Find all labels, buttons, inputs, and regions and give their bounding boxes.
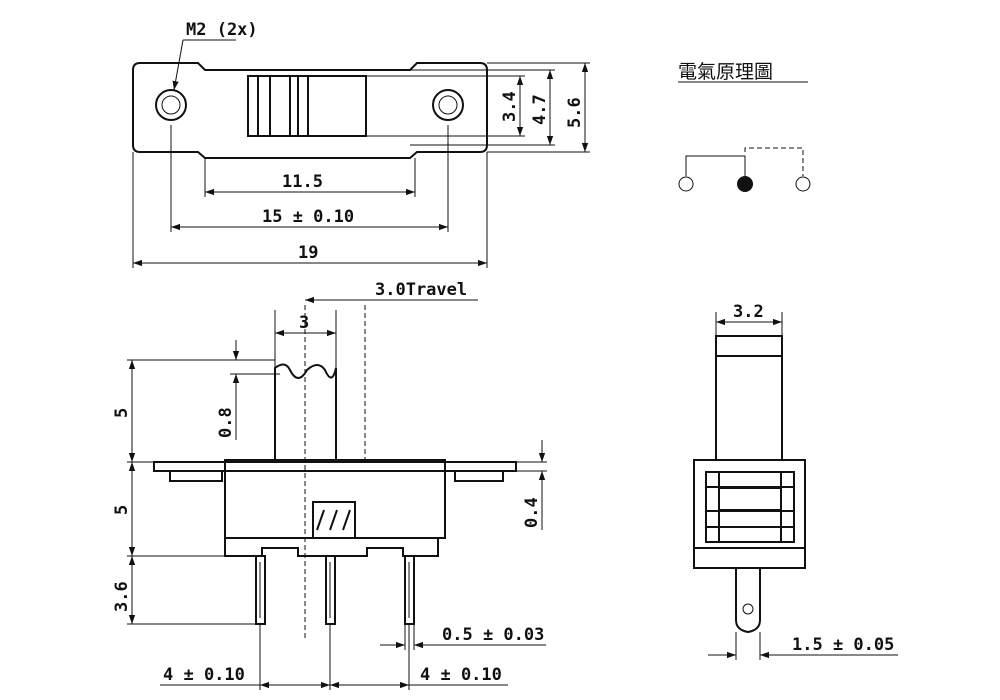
internal-contact — [312, 501, 356, 539]
screw-callout: M2 (2x) — [172, 20, 258, 91]
electrical-schematic: 電氣原理圖 — [678, 61, 811, 192]
front-view: 3.0Travel 3 0.8 5 5 3.6 0.4 0.5 ± 0.03 4… — [112, 280, 547, 690]
dim-3-2-label: 3.2 — [733, 302, 764, 322]
dim-19-label: 19 — [298, 243, 318, 263]
mounting-hole-right — [432, 89, 464, 121]
dim-0-4-label: 0.4 — [522, 497, 542, 528]
dim-5-6-label: 5.6 — [565, 97, 585, 128]
switch-housing — [224, 459, 446, 557]
side-view: 3.2 1.5 ± 0.05 — [693, 302, 898, 660]
terminal-3-icon — [795, 176, 811, 192]
dim-3-front-label: 3 — [299, 313, 309, 333]
dim-3-4-label: 3.4 — [500, 91, 520, 122]
terminal-1-icon — [678, 176, 694, 192]
dim-15-label: 15 ± 0.10 — [262, 207, 354, 227]
pin-left — [255, 555, 266, 625]
dim-4-right-label: 4 ± 0.10 — [420, 665, 502, 685]
front-extension-lines — [127, 310, 547, 690]
front-centerlines — [304, 305, 366, 640]
mounting-plate-outline — [132, 62, 488, 159]
top-extension-lines — [132, 62, 590, 268]
common-terminal-icon — [737, 176, 753, 192]
mounting-hole-left — [155, 89, 187, 121]
side-terminal-pin — [735, 568, 761, 634]
dim-travel-label: 3.0Travel — [375, 280, 467, 300]
mounting-flange — [153, 461, 517, 482]
dim-4-7-label: 4.7 — [530, 94, 550, 125]
screw-label: M2 (2x) — [186, 20, 258, 40]
dim-0-5-label: 0.5 ± 0.03 — [442, 625, 544, 645]
dim-11-5-label: 11.5 — [282, 172, 323, 192]
actuator-slot — [247, 75, 367, 137]
dim-4-left-label: 4 ± 0.10 — [163, 665, 245, 685]
actuator-lever — [274, 363, 337, 460]
dim-1-5-label: 1.5 ± 0.05 — [792, 635, 894, 655]
dim-0-8-label: 0.8 — [216, 407, 236, 438]
dim-5-upper-label: 5 — [112, 408, 132, 418]
pin-hole-icon — [742, 603, 754, 615]
schematic-title: 電氣原理圖 — [678, 61, 773, 83]
schematic-contact-solid — [685, 155, 746, 176]
dim-5-lower-label: 5 — [112, 505, 132, 515]
side-housing — [693, 459, 806, 569]
pin-middle — [325, 555, 336, 625]
terminal-pins — [255, 555, 415, 625]
top-view: M2 (2x) 11.5 15 ± 0.10 19 3.4 4.7 5 — [132, 20, 590, 268]
schematic-contact-dashed — [744, 147, 804, 176]
dim-3-6-label: 3.6 — [112, 581, 132, 612]
side-actuator — [715, 335, 783, 461]
pin-right — [404, 555, 415, 625]
